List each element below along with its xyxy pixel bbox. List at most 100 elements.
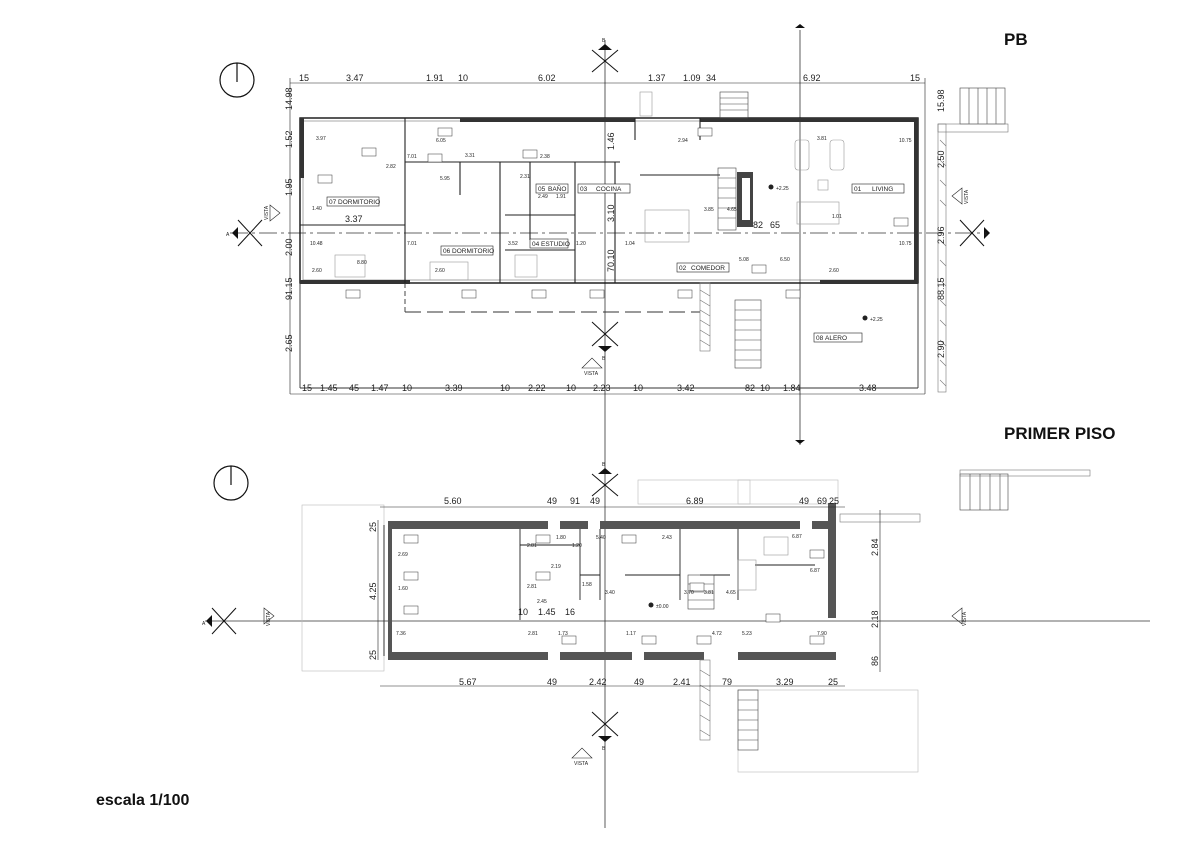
svg-text:88.15: 88.15 [936,277,946,300]
svg-text:3.29: 3.29 [776,677,794,687]
ground-top-dimensions: 15 3.47 1.91 10 6.02 1.37 1.09 34 6.92 1… [299,73,920,83]
svg-text:2.69: 2.69 [398,552,408,558]
svg-text:COMEDOR: COMEDOR [691,265,725,272]
svg-text:1.37: 1.37 [648,73,666,83]
svg-text:25: 25 [828,677,838,687]
svg-text:2.84: 2.84 [870,538,880,556]
section-lines [205,30,1150,828]
svg-text:49: 49 [547,677,557,687]
svg-text:70.10: 70.10 [606,249,616,272]
svg-text:02: 02 [679,265,687,272]
svg-text:7.01: 7.01 [407,154,417,160]
section-marker-b-top: B [591,38,619,73]
svg-text:3.42: 3.42 [677,383,695,393]
svg-text:2.60: 2.60 [435,268,445,274]
svg-text:14.98: 14.98 [284,87,294,110]
svg-text:2.90: 2.90 [936,340,946,358]
svg-text:82: 82 [753,220,763,230]
svg-text:15: 15 [910,73,920,83]
room-label-estudio: 04 ESTUDIO [529,238,570,249]
svg-text:1.84: 1.84 [783,383,801,393]
svg-text:10.48: 10.48 [310,241,323,247]
scale-label: escala 1/100 [96,792,190,809]
section-marker-b-bottom-first: B [591,711,619,752]
svg-text:1.91: 1.91 [426,73,444,83]
svg-text:ALERO: ALERO [825,335,847,342]
svg-text:+2.25: +2.25 [776,186,789,192]
svg-text:25: 25 [368,522,378,532]
svg-text:49: 49 [590,496,600,506]
svg-text:49: 49 [634,677,644,687]
svg-text:5.40: 5.40 [596,535,606,541]
svg-text:1.20: 1.20 [576,241,586,247]
room-label-dormitorio-06: 06 DORMITORIO [440,245,494,256]
svg-text:10: 10 [760,383,770,393]
svg-text:1.52: 1.52 [284,130,294,148]
svg-text:LIVING: LIVING [872,186,893,193]
svg-text:01: 01 [854,186,862,193]
svg-text:10: 10 [518,607,528,617]
svg-text:10: 10 [633,383,643,393]
svg-text:3.70: 3.70 [684,590,694,596]
svg-text:VISTA: VISTA [584,371,599,377]
svg-text:2.96: 2.96 [936,226,946,244]
svg-text:3.10: 3.10 [606,204,616,222]
svg-text:05: 05 [538,186,546,193]
first-left-dimensions: 25 4.25 25 [368,522,378,660]
svg-text:25: 25 [368,650,378,660]
svg-text:B: B [602,38,606,44]
svg-text:5.23: 5.23 [742,631,752,637]
svg-text:82: 82 [745,383,755,393]
svg-text:1.45: 1.45 [320,383,338,393]
svg-text:2.22: 2.22 [528,383,546,393]
svg-text:91: 91 [570,496,580,506]
room-label-comedor: 02 COMEDOR [676,262,730,273]
svg-text:2.60: 2.60 [829,268,839,274]
ground-bottom-dimensions: 15 1.45 45 1.47 10 3.39 10 2.22 10 2.23 … [302,383,877,393]
svg-text:2.23: 2.23 [593,383,611,393]
svg-text:3.37: 3.37 [345,214,363,224]
svg-text:5.60: 5.60 [444,496,462,506]
svg-text:3.52: 3.52 [508,241,518,247]
svg-text:2.82: 2.82 [386,164,396,170]
svg-text:+2.25: +2.25 [870,317,883,323]
svg-text:7.36: 7.36 [396,631,406,637]
svg-text:A: A [984,232,988,238]
svg-text:B: B [602,462,606,468]
svg-text:1.45: 1.45 [538,607,556,617]
svg-text:3.39: 3.39 [445,383,463,393]
stair-icon [687,473,1009,751]
svg-text:A: A [202,621,206,627]
svg-text:06: 06 [443,248,451,255]
first-floor-plan: ±0.00 5.60 49 91 49 6.89 49 69 25 5.67 4… [202,462,1091,773]
svg-text:2.65: 2.65 [284,334,294,352]
svg-text:1.95: 1.95 [284,178,294,196]
north-arrow-icon [213,465,249,501]
svg-text:2.81: 2.81 [528,631,538,637]
stone-wall-hatch [699,469,1091,741]
svg-text:10.75: 10.75 [899,138,912,144]
svg-text:5.08: 5.08 [739,257,749,263]
svg-text:6.89: 6.89 [686,496,704,506]
ground-notes: 3.97 6.05 3.31 7.01 5.95 8.80 10.48 7.01… [310,136,912,274]
title-ground-floor: PB [1004,30,1028,49]
svg-text:1.47: 1.47 [371,383,389,393]
svg-text:1.80: 1.80 [556,535,566,541]
svg-text:16: 16 [565,607,575,617]
svg-text:3.40: 3.40 [605,590,615,596]
section-marker-a-left-first: A [202,607,237,635]
svg-text:2.81: 2.81 [527,543,537,549]
svg-text:2.00: 2.00 [284,238,294,256]
svg-text:1.09: 1.09 [683,73,701,83]
svg-text:86: 86 [870,656,880,666]
vista-marker-bottom: VISTA [581,357,603,377]
svg-text:1.04: 1.04 [625,241,635,247]
first-bottom-dimensions: 5.67 49 2.42 49 2.41 79 3.29 25 [459,677,838,687]
svg-text:15: 15 [302,383,312,393]
svg-text:2.60: 2.60 [312,268,322,274]
svg-text:VISTA: VISTA [962,611,968,626]
svg-text:15.98: 15.98 [936,89,946,112]
ground-right-dimensions: 15.98 2.50 2.96 88.15 2.90 [936,89,946,358]
svg-text:2.19: 2.19 [551,564,561,570]
svg-text:03: 03 [580,186,588,193]
